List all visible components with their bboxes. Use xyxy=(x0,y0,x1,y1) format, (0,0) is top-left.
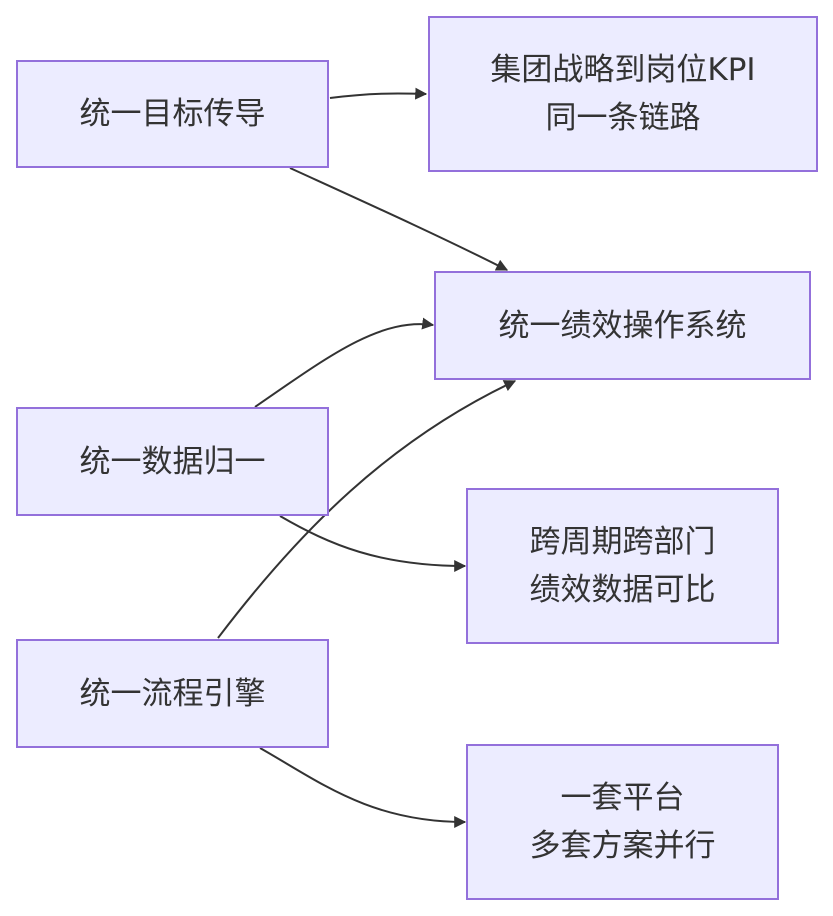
edge-flow-to-system xyxy=(217,380,517,639)
edge-flow-to-platform xyxy=(259,747,467,828)
node-unified-data[interactable]: 统一数据归一 xyxy=(16,407,329,516)
edge-data-to-compare xyxy=(279,515,467,572)
node-label-line: 多套方案并行 xyxy=(529,828,716,864)
edge-goal-to-kpi xyxy=(329,87,428,100)
edge-data-to-system xyxy=(254,317,435,408)
node-one-platform[interactable]: 一套平台 多套方案并行 xyxy=(466,744,779,900)
node-label-line: 集团战略到岗位KPI xyxy=(490,52,756,88)
node-label-line: 绩效数据可比 xyxy=(529,572,716,608)
node-label-line: 一套平台 xyxy=(560,780,685,816)
node-label-line: 统一绩效操作系统 xyxy=(498,307,747,344)
node-unified-performance-system[interactable]: 统一绩效操作系统 xyxy=(434,271,811,380)
node-comparable-data[interactable]: 跨周期跨部门 绩效数据可比 xyxy=(466,488,779,644)
node-label-line: 统一目标传导 xyxy=(79,96,266,132)
node-unified-goal-transmission[interactable]: 统一目标传导 xyxy=(16,60,329,168)
node-label-line: 统一数据归一 xyxy=(79,443,266,480)
node-label-line: 跨周期跨部门 xyxy=(529,524,716,560)
node-label-line: 统一流程引擎 xyxy=(79,675,266,712)
edge-goal-to-system xyxy=(289,167,509,271)
node-unified-process-engine[interactable]: 统一流程引擎 xyxy=(16,639,329,748)
node-label-line: 同一条链路 xyxy=(545,100,701,136)
node-strategy-to-kpi[interactable]: 集团战略到岗位KPI 同一条链路 xyxy=(428,16,818,172)
